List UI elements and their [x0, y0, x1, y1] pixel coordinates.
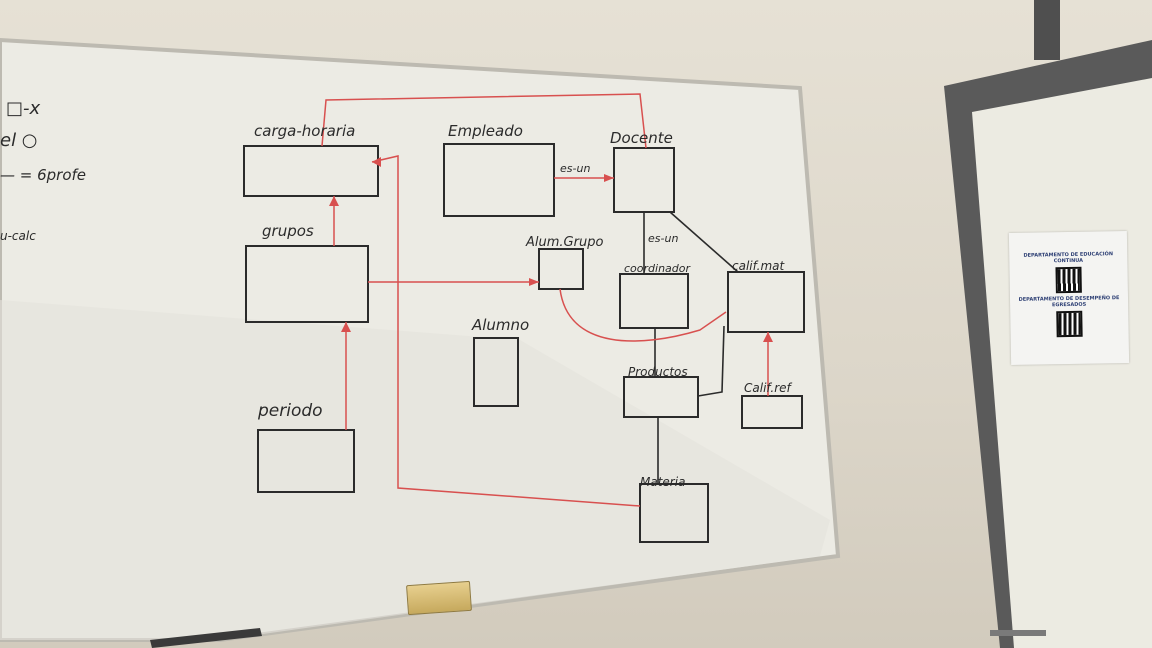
coordinador-label: coordinador: [624, 262, 691, 275]
entity-boxes: [243, 143, 805, 543]
empleado-box: [443, 143, 555, 217]
qr-code-icon-2: [1056, 310, 1083, 338]
corner-notes: □-x el ○ — = 6profe u-calc: [0, 98, 86, 243]
empleado-label: Empleado: [448, 122, 523, 140]
alumno-label: Alumno: [471, 316, 529, 334]
qr-code-icon: [1055, 266, 1082, 294]
periodo-label: periodo: [257, 401, 323, 421]
calif-mat-box: [727, 271, 805, 333]
note-line-3: — = 6profe: [0, 166, 86, 184]
entity-labels: carga-horaria Empleado Docente grupos Al…: [254, 122, 793, 489]
productos-calif-line: [697, 325, 725, 397]
carga-docente-arc: [321, 93, 647, 149]
materia-carga-path: [371, 155, 641, 507]
materia-box: [639, 483, 709, 543]
note-line-2: el ○: [0, 130, 38, 151]
docente-calif-line: [669, 211, 739, 273]
docente-label: Docente: [610, 129, 673, 147]
calif-ref-label: Calif.ref: [744, 381, 793, 395]
es-un-label-1: es-un: [560, 162, 590, 175]
grupos-label: grupos: [262, 222, 314, 240]
productos-label: Productos: [628, 365, 688, 379]
notice-title: DEPARTAMENTO DE EDUCACIÓN CONTINUA: [1023, 251, 1114, 265]
door-notice: DEPARTAMENTO DE EDUCACIÓN CONTINUA DEPAR…: [1008, 230, 1130, 366]
board-glare: [0, 300, 830, 640]
calif-mat-label: calif.mat: [732, 259, 785, 273]
alumgrupo-califmat-curve: [559, 288, 727, 342]
red-arrowheads: [329, 157, 773, 342]
note-line-4: u-calc: [0, 229, 36, 243]
black-connectors: [643, 211, 739, 484]
coordinador-box: [619, 273, 689, 329]
carga-horaria-label: carga-horaria: [254, 122, 355, 140]
alumno-box: [473, 337, 519, 407]
board-eraser: [406, 580, 472, 616]
alum-grupo-label: Alum.Grupo: [525, 235, 603, 250]
grupos-box: [245, 245, 369, 323]
alum-grupo-box: [538, 248, 584, 290]
productos-box: [623, 376, 699, 418]
es-un-label-2: es-un: [648, 232, 678, 245]
note-line-1: □-x: [6, 98, 41, 119]
carga-horaria-box: [243, 145, 379, 197]
materia-label: Materia: [640, 475, 685, 489]
marker: [150, 628, 262, 648]
periodo-box: [257, 429, 355, 493]
calif-ref-box: [741, 395, 803, 429]
notice-subtitle: DEPARTAMENTO DE DESEMPEÑO DE EGRESADOS: [1018, 295, 1120, 309]
